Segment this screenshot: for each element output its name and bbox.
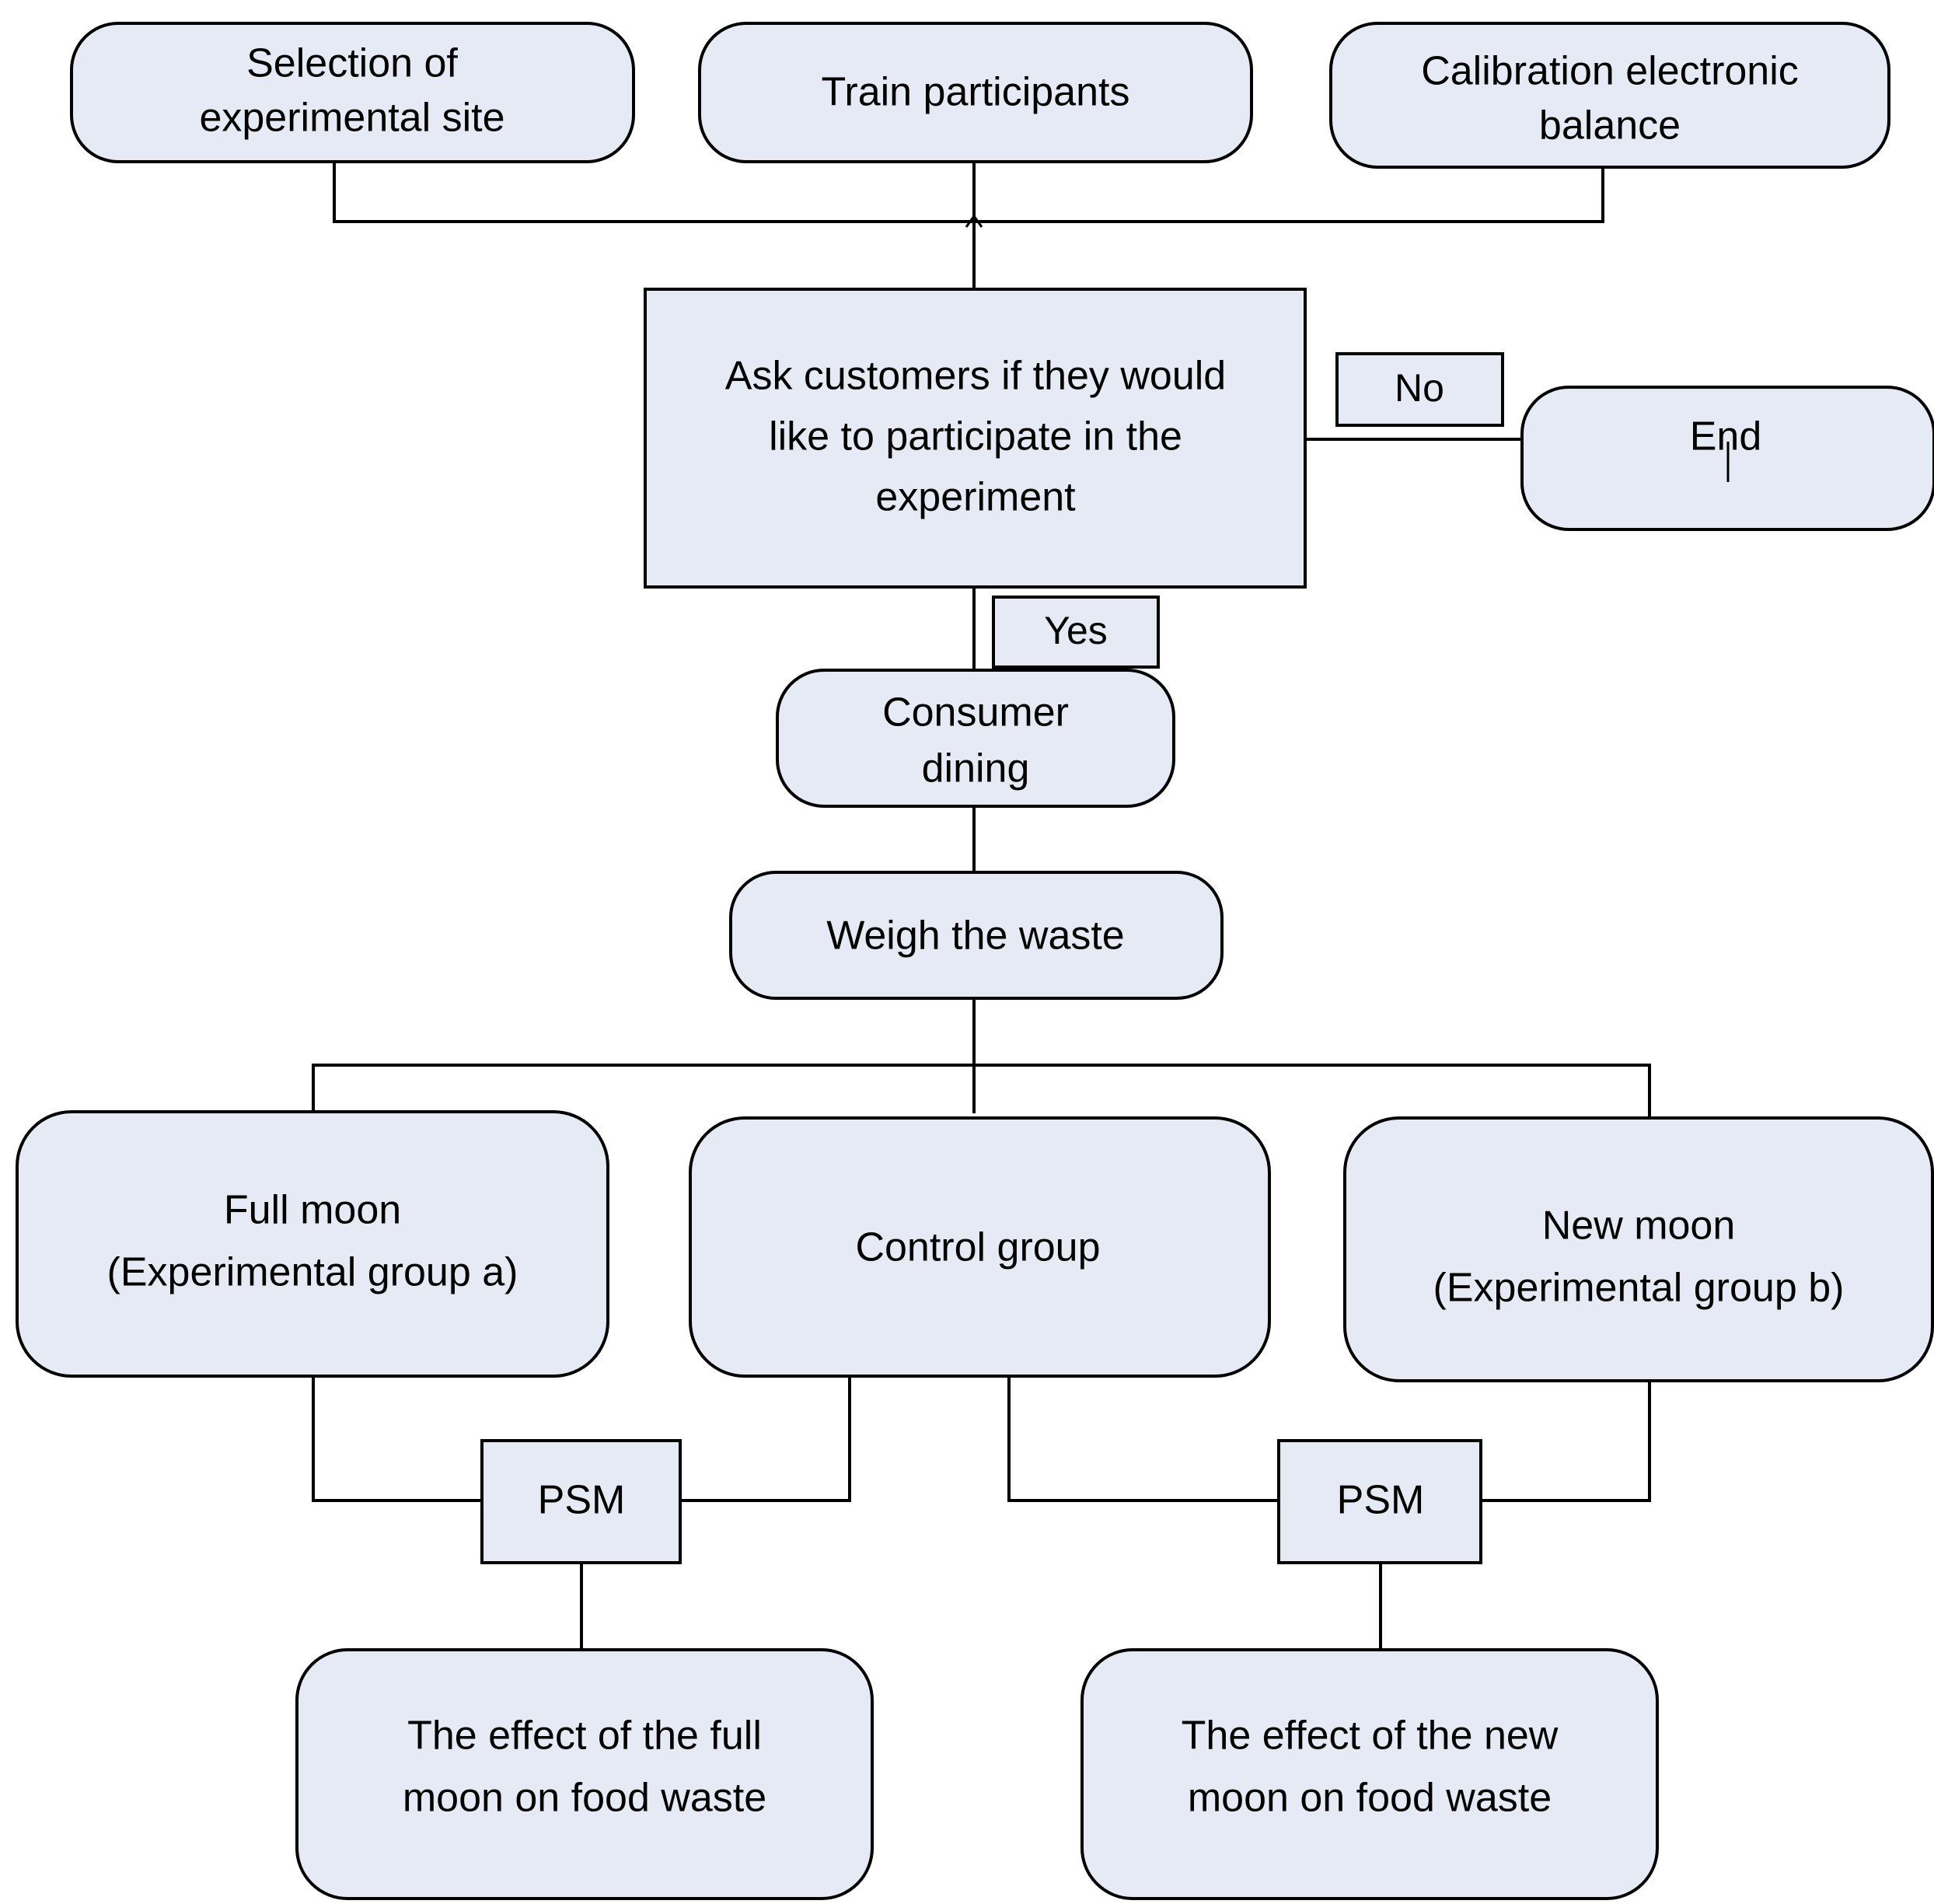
edge-label-yes: Yes (992, 596, 1160, 669)
node-shape-control-group (689, 1116, 1271, 1378)
end-line1: End (1690, 414, 1762, 459)
node-effect-of-full-moon[interactable]: The effect of the full moon on food wast… (295, 1648, 874, 1900)
edge-label-no: No (1335, 352, 1504, 427)
selection-site-line1: Selection of (246, 41, 458, 86)
effect-full-moon-line2: moon on food waste (403, 1776, 766, 1821)
effect-new-moon-line1: The effect of the new (1182, 1714, 1559, 1759)
edge-label-yes-box (992, 596, 1160, 669)
node-shape-selection-site (70, 22, 635, 163)
ask-customers-line1: Ask customers if they would (725, 354, 1226, 399)
calibration-balance-line1: Calibration electronic (1421, 49, 1799, 94)
edge-label-yes-text: Yes (1044, 609, 1108, 652)
edge-control-to-psm-right (1007, 1375, 1280, 1502)
node-new-moon-experimental-group-b[interactable]: New moon (Experimental group b) (1343, 1116, 1934, 1382)
edge-selection-to-ask (333, 160, 976, 223)
effect-new-moon-line2: moon on food waste (1188, 1776, 1552, 1821)
node-psm-right[interactable]: PSM (1277, 1439, 1482, 1564)
node-shape-psm-left (480, 1439, 682, 1564)
node-train-participants[interactable]: Train participants (698, 22, 1253, 163)
node-selection-of-experimental-site[interactable]: Selection of experimental site (70, 22, 635, 163)
consumer-dining-line2: dining (922, 746, 1030, 791)
calibration-balance-line2: balance (1539, 103, 1681, 148)
node-shape-effect-new-moon (1080, 1648, 1659, 1900)
edge-label-no-box (1335, 352, 1504, 427)
node-shape-psm-right (1277, 1439, 1482, 1564)
node-shape-calibration-balance (1329, 22, 1890, 169)
node-end[interactable]: End (1520, 386, 1934, 531)
edge-control-to-psm-left (679, 1375, 851, 1502)
psm-left-label: PSM (538, 1478, 626, 1523)
node-shape-ask-customers (644, 288, 1307, 589)
train-participants-line1: Train participants (822, 70, 1130, 115)
node-shape-new-moon (1343, 1116, 1934, 1382)
node-effect-of-new-moon[interactable]: The effect of the new moon on food waste (1080, 1648, 1659, 1900)
node-ask-customers[interactable]: Ask customers if they would like to part… (644, 288, 1307, 589)
psm-right-label: PSM (1337, 1478, 1425, 1523)
connector-layer (312, 160, 1651, 1651)
ask-customers-line2: like to participate in the (769, 414, 1182, 459)
ask-customers-line3: experiment (875, 475, 1076, 520)
edge-full-moon-to-psm-left (312, 1375, 483, 1502)
node-shape-consumer-dining (776, 669, 1175, 808)
consumer-dining-line1: Consumer (882, 690, 1069, 735)
node-shape-full-moon (16, 1110, 609, 1378)
weigh-waste-line1: Weigh the waste (826, 914, 1124, 959)
node-calibration-electronic-balance[interactable]: Calibration electronic balance (1329, 22, 1890, 169)
node-consumer-dining[interactable]: Consumer dining (776, 669, 1175, 808)
node-shape-effect-full-moon (295, 1648, 874, 1900)
full-moon-line1: Full moon (224, 1188, 401, 1233)
new-moon-line2: (Experimental group b) (1433, 1266, 1845, 1311)
edge-label-no-text: No (1395, 366, 1444, 410)
node-psm-left[interactable]: PSM (480, 1439, 682, 1564)
control-group-line1: Control group (855, 1225, 1100, 1270)
edge-calibration-to-ask (972, 166, 1604, 223)
full-moon-line2: (Experimental group a) (107, 1250, 518, 1295)
node-weigh-the-waste[interactable]: Weigh the waste (729, 871, 1224, 1000)
node-full-moon-experimental-group-a[interactable]: Full moon (Experimental group a) (16, 1110, 609, 1378)
node-control-group[interactable]: Control group (689, 1116, 1271, 1378)
node-shape-weigh-waste (729, 871, 1224, 1000)
edge-new-moon-to-psm-right (1479, 1378, 1651, 1502)
junction-caret-icon (965, 214, 983, 228)
effect-full-moon-line1: The effect of the full (407, 1714, 762, 1759)
selection-site-line2: experimental site (199, 96, 504, 141)
new-moon-line1: New moon (1542, 1204, 1736, 1249)
node-shape-train-participants (698, 22, 1253, 163)
